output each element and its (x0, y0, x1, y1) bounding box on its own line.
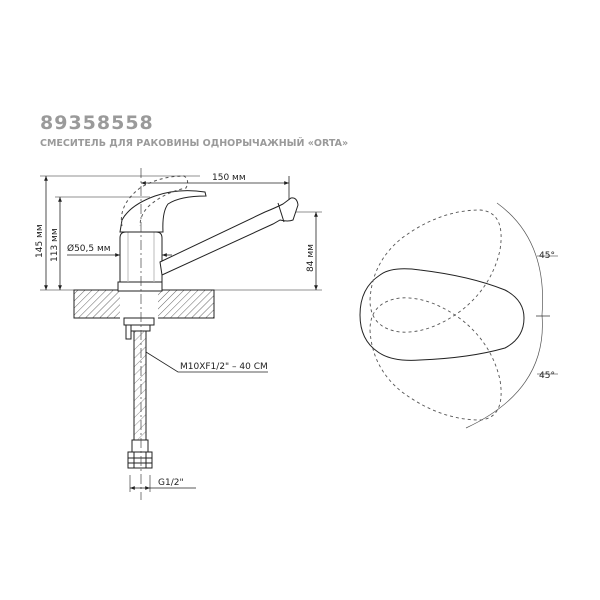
label-hose-thread: M10XF1/2" – 40 СМ (180, 362, 268, 372)
faucet-base (117, 281, 163, 292)
product-title: СМЕСИТЕЛЬ ДЛЯ РАКОВИНЫ ОДНОРЫЧАЖНЫЙ «ORT… (40, 138, 349, 149)
hose-ferrule (131, 439, 149, 453)
label-angle-lower: 45° (539, 371, 555, 381)
label-total-height: 145 мм (35, 224, 45, 258)
top-view (359, 202, 558, 429)
hose-nut (127, 451, 153, 469)
label-spout-height: 84 мм (306, 244, 316, 272)
mounting-stud (125, 324, 132, 340)
label-angle-upper: 45° (539, 251, 555, 261)
dimension-lines (40, 175, 322, 492)
lever-handle (119, 190, 207, 233)
product-code: 89358558 (40, 112, 154, 134)
label-body-height: 113 мм (50, 228, 60, 262)
lever-top-rotated-upper (369, 209, 502, 333)
mount-hole (120, 289, 158, 319)
label-inlet-thread: G1/2" (158, 478, 184, 488)
flex-hose (133, 330, 147, 452)
label-spout-reach: 150 мм (212, 173, 246, 183)
lever-open-outline (120, 175, 189, 227)
label-body-diameter: Ø50,5 мм (67, 243, 111, 254)
spout (159, 197, 299, 276)
lever-top-solid (359, 268, 525, 361)
faucet-body (119, 231, 163, 283)
side-view (73, 168, 299, 500)
